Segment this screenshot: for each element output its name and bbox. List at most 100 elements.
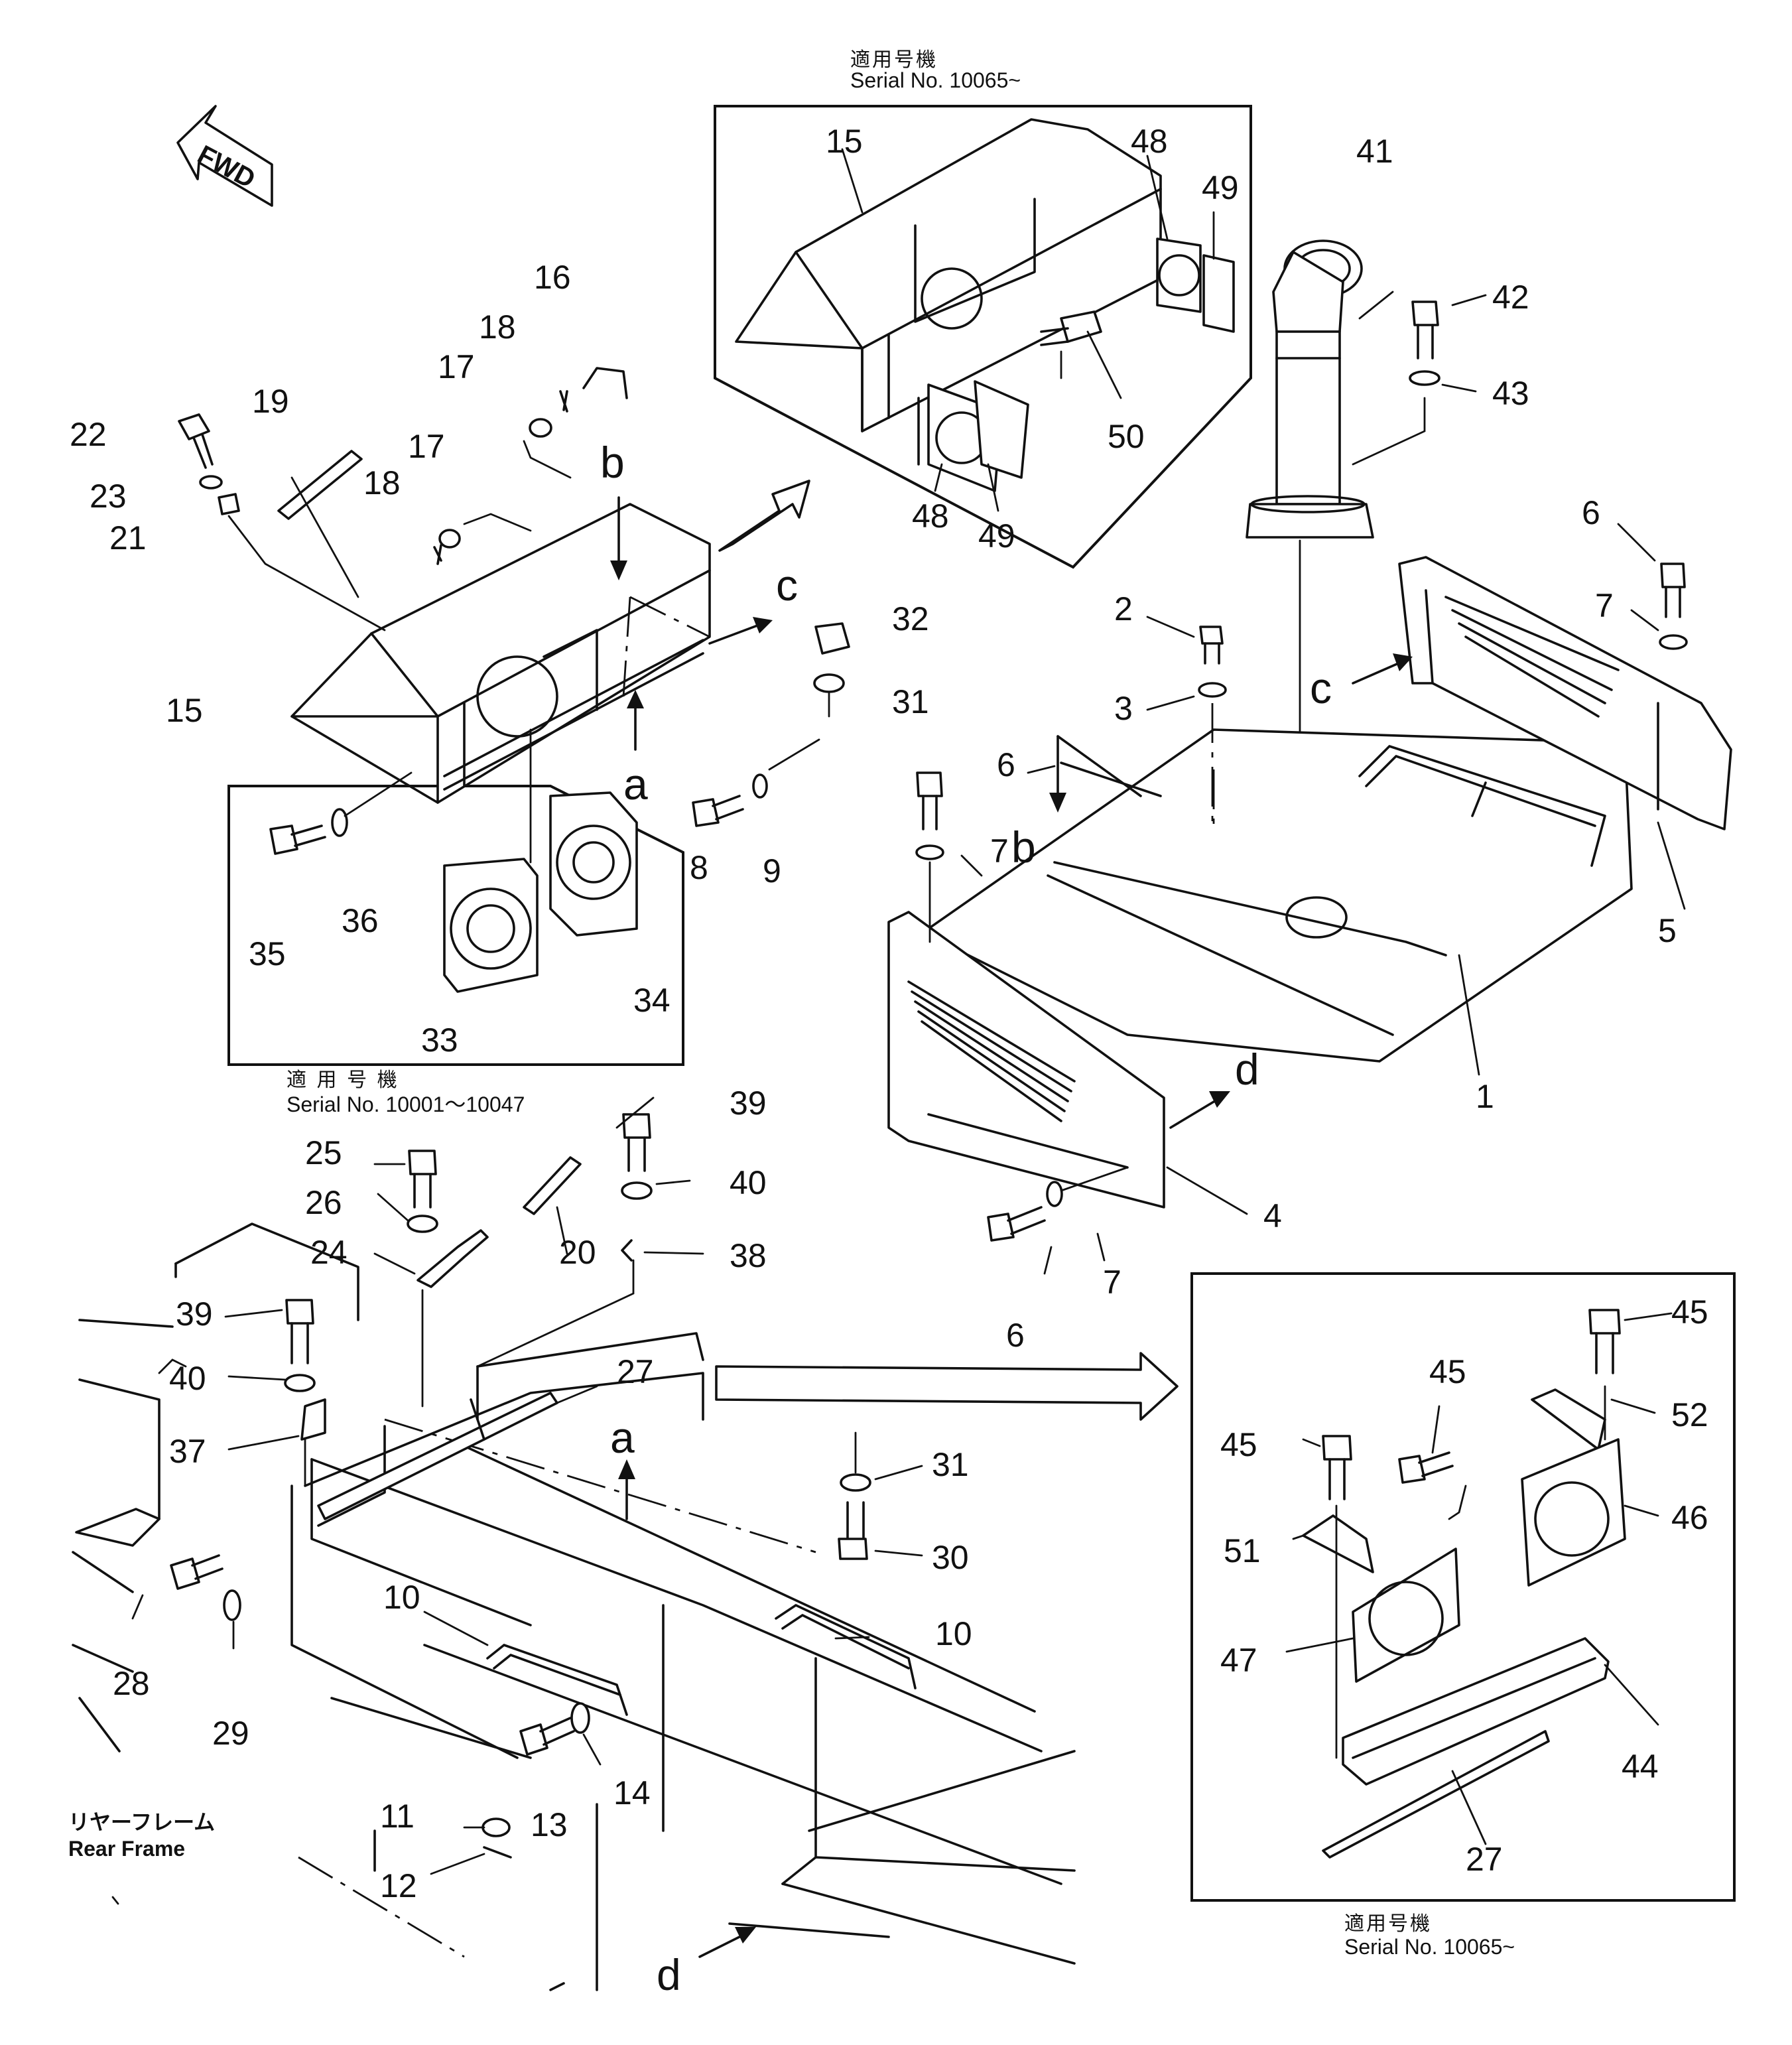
- detail-arrow-lower: [715, 1352, 1179, 1421]
- exhaust-pipe-41: [1246, 239, 1374, 877]
- detail-arrow-upper: [718, 480, 810, 552]
- part-number: 4: [1263, 1197, 1282, 1234]
- part-number: 21: [109, 519, 147, 557]
- serial-note-middle-jp: 適 用 号 機: [287, 1069, 399, 1092]
- part-number: 14: [613, 1774, 651, 1812]
- lower-view-arrows: [618, 1459, 756, 1958]
- part-number: 42: [1492, 279, 1529, 316]
- inset-bottom-serial-10065: 適用号機 Serial No. 10065~: [1190, 1272, 1736, 1959]
- part-number: 33: [421, 1022, 458, 1059]
- part-number: 40: [730, 1164, 767, 1201]
- part-number: 26: [305, 1184, 342, 1221]
- part-number: 28: [113, 1665, 150, 1702]
- side-cover-5: [1398, 556, 1732, 910]
- view-letter-d-right: d: [1235, 1045, 1259, 1094]
- part-number: 37: [169, 1433, 206, 1470]
- view-letters: b c a c b d a d: [600, 438, 1332, 1999]
- part-number: 5: [1658, 912, 1677, 949]
- part-number: 48: [1131, 123, 1168, 160]
- part-number: 27: [1466, 1841, 1503, 1878]
- part-number: 18: [363, 464, 401, 501]
- part-number: 15: [826, 123, 863, 160]
- part-number: 39: [730, 1085, 767, 1122]
- part-number: 13: [531, 1806, 568, 1843]
- part-number: 3: [1114, 690, 1133, 727]
- serial-note-top-en: Serial No. 10065~: [850, 68, 1021, 92]
- right-view-arrows: [1049, 653, 1413, 1129]
- part-number: 27: [617, 1353, 654, 1390]
- rear-frame-label-jp: リヤーフレーム: [68, 1810, 215, 1834]
- part-number-labels: 1 2 3 4 5 6 6 6 7 7 7 8 9 10 10 11 12 13…: [70, 123, 1708, 1904]
- view-letter-b-right: b: [1011, 823, 1036, 872]
- view-letter-c-right: c: [1310, 663, 1332, 712]
- part-number: 41: [1356, 133, 1393, 170]
- upper-small-hardware: [178, 367, 850, 718]
- part-number: 1: [1476, 1078, 1494, 1115]
- part-number: 31: [892, 683, 929, 720]
- bottom-inset-parts: [1285, 1309, 1673, 1859]
- part-number: 2: [1114, 590, 1133, 627]
- view-letter-a-lower: a: [610, 1413, 635, 1462]
- part-number: 9: [763, 852, 781, 890]
- part-number: 45: [1220, 1426, 1257, 1463]
- part-number: 47: [1220, 1642, 1257, 1679]
- view-letter-b-upper: b: [600, 438, 625, 487]
- part-number: 23: [90, 478, 127, 515]
- right-panel-bolts: [915, 562, 1688, 1242]
- part-number: 49: [1202, 169, 1239, 206]
- part-number: 6: [1582, 494, 1600, 531]
- part-number: 17: [408, 428, 445, 465]
- center-panel-1: [927, 728, 1633, 1063]
- part-number: 50: [1108, 418, 1145, 455]
- right-leaders: [960, 291, 1659, 1275]
- rear-frame-label-en: Rear Frame: [68, 1837, 185, 1861]
- serial-note-middle-en: Serial No. 10001～10047: [287, 1092, 525, 1116]
- part-number: 17: [438, 348, 475, 385]
- part-number: 12: [380, 1867, 417, 1904]
- part-number: 51: [1224, 1532, 1261, 1569]
- bolt-42-washer-43: [1352, 300, 1440, 466]
- view-letter-d-lower: d: [657, 1950, 681, 1999]
- part-number: 40: [169, 1360, 206, 1397]
- part-number: 11: [380, 1798, 415, 1835]
- part-number: 45: [1671, 1293, 1708, 1331]
- part-number: 20: [559, 1234, 596, 1271]
- part-number: 10: [383, 1579, 420, 1616]
- view-letter-a-upper: a: [623, 759, 648, 809]
- part-number: 25: [305, 1134, 342, 1171]
- part-number: 15: [166, 692, 203, 729]
- part-number: 29: [212, 1715, 249, 1752]
- part-number: 6: [997, 746, 1015, 783]
- part-number: 46: [1671, 1499, 1708, 1536]
- part-number: 8: [690, 849, 708, 886]
- part-number: 7: [1595, 587, 1614, 624]
- part-number: 48: [912, 497, 949, 535]
- rear-frame-assembly: [72, 1096, 1076, 1991]
- part-number: 45: [1429, 1353, 1466, 1390]
- serial-note-bottom-jp: 適用号機: [1344, 1912, 1432, 1936]
- part-number: 35: [249, 935, 286, 972]
- part-number: 19: [252, 383, 289, 420]
- part-number: 22: [70, 416, 107, 453]
- fwd-direction-badge: FWD: [176, 105, 273, 207]
- serial-note-bottom-en: Serial No. 10065~: [1344, 1935, 1515, 1959]
- part-number: 39: [176, 1295, 213, 1333]
- part-number: 31: [932, 1446, 969, 1483]
- view-letter-c-upper: c: [776, 561, 798, 610]
- upper-view-arrows: [610, 496, 773, 751]
- inset-middle-serial-10001-10047: 適 用 号 機 Serial No. 10001～10047: [227, 785, 684, 1116]
- part-number: 7: [1103, 1264, 1121, 1301]
- side-panel-4: [887, 911, 1248, 1215]
- part-number: 30: [932, 1539, 969, 1576]
- part-number: 44: [1622, 1748, 1659, 1785]
- upper-cover-assembly: [290, 503, 711, 804]
- part-number: 34: [633, 982, 671, 1019]
- part-number: 6: [1006, 1317, 1025, 1354]
- serial-note-top-jp: 適用号機: [850, 48, 938, 72]
- part-number: 7: [990, 832, 1009, 870]
- part-number: 32: [892, 600, 929, 637]
- part-number: 36: [342, 902, 379, 939]
- part-number: 52: [1671, 1396, 1708, 1433]
- part-number: 38: [730, 1237, 767, 1274]
